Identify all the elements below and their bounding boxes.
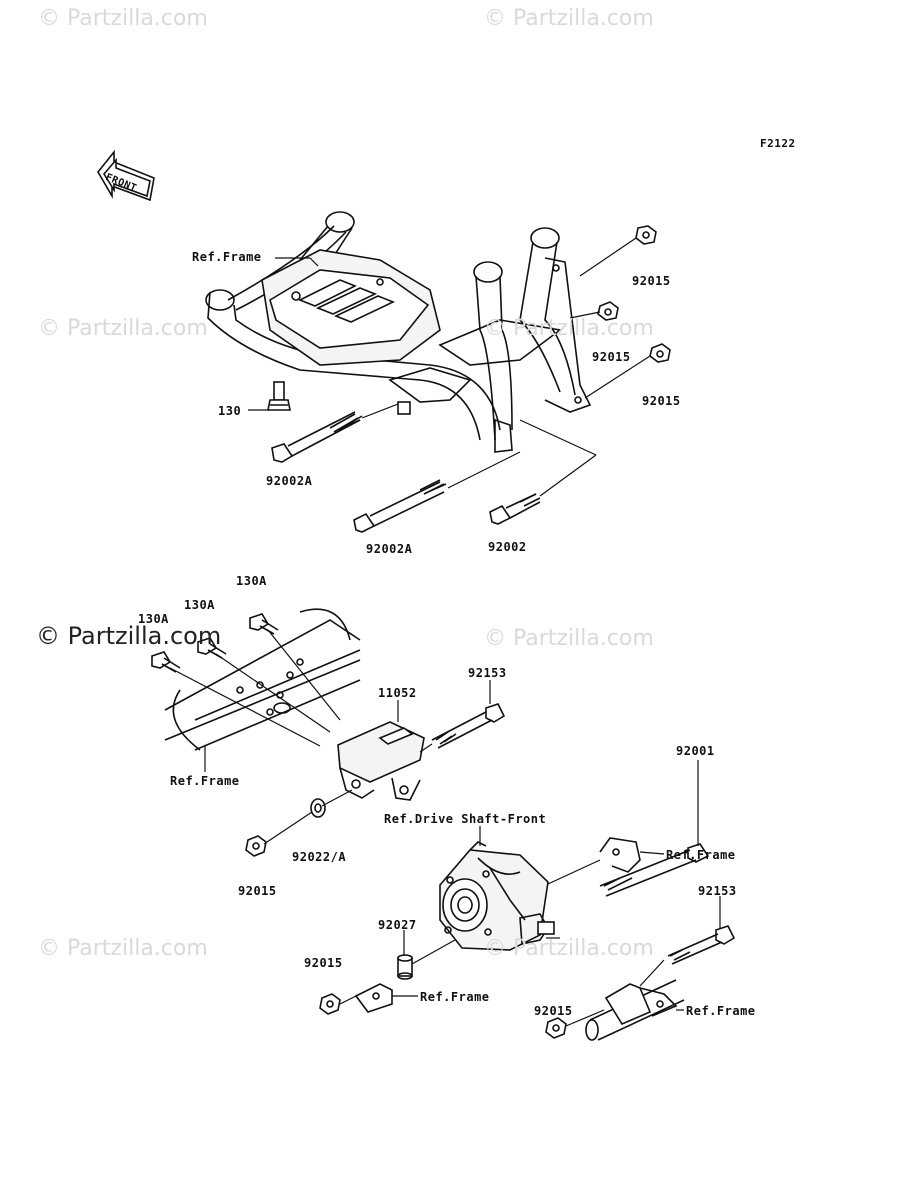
label-part-130: 130 xyxy=(218,404,242,418)
bolt-130A-1 xyxy=(249,613,279,635)
collar-92027 xyxy=(397,954,413,980)
label-part-92027: 92027 xyxy=(378,918,417,932)
leader-lines-bottom xyxy=(339,680,721,1027)
front-arrow-icon xyxy=(97,149,155,202)
label-part-92001: 92001 xyxy=(676,744,715,758)
nut-92015-c xyxy=(649,343,671,363)
watermark: © Partzilla.com xyxy=(38,936,208,961)
label-part-92015-b: 92015 xyxy=(592,350,631,364)
frame-tube-bottom-right xyxy=(585,979,685,1041)
label-part-92022A: 92022/A xyxy=(292,850,347,864)
washer-92022A xyxy=(310,798,326,818)
nut-92015-d xyxy=(245,835,267,857)
front-final-gear-case xyxy=(439,841,555,951)
copyright-icon: © xyxy=(38,936,67,961)
bolt-130A-2 xyxy=(197,637,227,659)
label-ref-frame-bottom: Ref.Frame xyxy=(420,990,490,1004)
bolt-130 xyxy=(267,381,291,411)
bolt-92002A-lower xyxy=(353,479,447,533)
label-ref-frame-top: Ref.Frame xyxy=(192,250,262,264)
copyright-icon: © xyxy=(38,316,67,341)
label-ref-frame-bottom-right: Ref.Frame xyxy=(686,1004,756,1018)
frame-assembly xyxy=(205,211,592,453)
leader-lines-middle xyxy=(169,629,433,845)
nut-92015-e xyxy=(319,993,341,1015)
label-ref-drive-shaft-front: Ref.Drive Shaft-Front xyxy=(384,812,547,826)
nut-92015-a xyxy=(635,225,657,245)
figure-code: F2122 xyxy=(760,137,796,150)
frame-section-middle xyxy=(164,608,361,751)
label-part-92002A-upper: 92002A xyxy=(266,474,313,488)
label-part-92015-c: 92015 xyxy=(642,394,681,408)
label-part-92015-d: 92015 xyxy=(238,884,277,898)
copyright-icon: © xyxy=(36,622,68,650)
copyright-icon: © xyxy=(484,626,513,651)
label-part-92002A-lower: 92002A xyxy=(366,542,413,556)
watermark: © Partzilla.com xyxy=(484,626,654,651)
label-ref-frame-right: Ref.Frame xyxy=(666,848,736,862)
bolt-92153-middle xyxy=(431,703,506,749)
bolt-130A-3 xyxy=(151,651,181,673)
label-part-92002: 92002 xyxy=(488,540,527,554)
copyright-icon: © xyxy=(38,6,67,31)
watermark: © Partzilla.com xyxy=(484,6,654,31)
label-part-130A-2: 130A xyxy=(184,598,215,612)
frame-bracket-right xyxy=(599,837,641,873)
copyright-icon: © xyxy=(484,936,513,961)
watermark: © Partzilla.com xyxy=(484,316,654,341)
frame-bracket-bottom xyxy=(354,983,393,1013)
label-part-130A-1: 130A xyxy=(236,574,267,588)
bolt-92002 xyxy=(489,493,541,525)
label-part-11052: 11052 xyxy=(378,686,417,700)
watermark: © Partzilla.com xyxy=(38,6,208,31)
leader-lines-top xyxy=(248,237,651,497)
bolt-92153-bottom xyxy=(667,925,736,965)
bolt-92002A-upper xyxy=(271,411,363,463)
watermark-dark: © Partzilla.com xyxy=(36,622,222,650)
label-ref-frame-middle: Ref.Frame xyxy=(170,774,240,788)
copyright-icon: © xyxy=(484,316,513,341)
label-part-92015-e: 92015 xyxy=(304,956,343,970)
label-part-130A-3: 130A xyxy=(138,612,169,626)
label-part-92015-a: 92015 xyxy=(632,274,671,288)
label-part-92015-f: 92015 xyxy=(534,1004,573,1018)
bracket-11052 xyxy=(337,721,425,801)
copyright-icon: © xyxy=(484,6,513,31)
nut-92015-f xyxy=(545,1017,567,1039)
nut-92015-b xyxy=(597,301,619,321)
label-part-92153-middle: 92153 xyxy=(468,666,507,680)
watermark: © Partzilla.com xyxy=(38,316,208,341)
watermark: © Partzilla.com xyxy=(484,936,654,961)
label-part-92153-bottom: 92153 xyxy=(698,884,737,898)
